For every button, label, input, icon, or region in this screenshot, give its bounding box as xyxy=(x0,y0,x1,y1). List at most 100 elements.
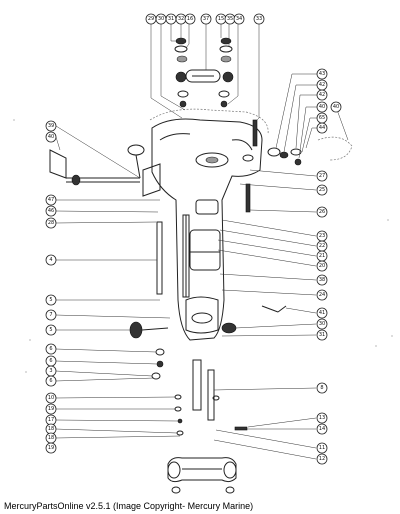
callout-16: 16 xyxy=(184,13,196,25)
callout-label: 42 xyxy=(319,92,325,98)
callout-label: 38 xyxy=(319,277,325,283)
callout-34: 34 xyxy=(233,13,245,25)
callout-5: 5 xyxy=(45,294,57,306)
callout-30: 30 xyxy=(155,13,167,25)
callout-12: 12 xyxy=(316,453,328,465)
callout-42: 42 xyxy=(316,79,328,91)
leader-lines xyxy=(55,24,349,460)
callout-25: 25 xyxy=(316,184,328,196)
callout-6: 6 xyxy=(45,343,57,355)
callout-40: 40 xyxy=(316,101,328,113)
callout-44: 44 xyxy=(316,122,328,134)
shafts-and-studs xyxy=(156,119,258,421)
callout-29: 29 xyxy=(145,13,157,25)
callout-label: 40 xyxy=(333,104,339,110)
callout-label: 44 xyxy=(319,125,325,131)
callout-20: 20 xyxy=(316,260,328,272)
callout-19: 19 xyxy=(45,403,57,415)
callout-13: 13 xyxy=(316,412,328,424)
callout-label: 25 xyxy=(319,187,325,193)
callout-label: 17 xyxy=(48,417,54,423)
callout-label: 18 xyxy=(48,426,54,432)
callout-label: 7 xyxy=(49,312,52,318)
callout-label: 4 xyxy=(49,257,52,263)
callout-31-right: 31 xyxy=(316,329,328,341)
callout-label: 47 xyxy=(48,197,54,203)
callout-38: 38 xyxy=(316,274,328,286)
callout-label: 5 xyxy=(49,297,52,303)
callouts-left: 39 40 47 46 28 4 5 7 5 6 6 3 6 10 19 17 … xyxy=(45,120,57,454)
callout-39: 39 xyxy=(45,120,57,132)
callout-label: 22 xyxy=(319,243,325,249)
callout-label: 16 xyxy=(187,16,193,22)
callout-6c: 6 xyxy=(45,375,57,387)
callout-label: 30 xyxy=(158,16,164,22)
callout-label: 27 xyxy=(319,173,325,179)
callout-24: 24 xyxy=(316,289,328,301)
callout-label: 40 xyxy=(319,104,325,110)
callout-label: 42 xyxy=(319,82,325,88)
callout-42b: 42 xyxy=(316,89,328,101)
callout-21: 21 xyxy=(316,250,328,262)
callout-label: 29 xyxy=(148,16,154,22)
callout-label: 8 xyxy=(320,385,323,391)
callout-35: 35 xyxy=(224,13,236,25)
callout-28: 28 xyxy=(45,217,57,229)
callout-23: 23 xyxy=(316,230,328,242)
left-stud-assembly xyxy=(49,144,161,197)
callout-label: 6 xyxy=(49,358,52,364)
copyright-footer: MercuryPartsOnline v2.5.1 (Image Copyrig… xyxy=(4,501,254,511)
callout-label: 24 xyxy=(319,292,325,298)
callouts-right-top: 43 42 42 40 65 44 40 xyxy=(316,68,342,134)
callout-label: 31 xyxy=(168,16,174,22)
callout-label: 23 xyxy=(319,233,325,239)
callout-3: 3 xyxy=(45,365,57,377)
callout-8: 8 xyxy=(316,382,328,394)
callout-label: 10 xyxy=(48,395,54,401)
callout-label: 41 xyxy=(319,310,325,316)
callout-40b: 40 xyxy=(330,101,342,113)
callout-22: 22 xyxy=(316,240,328,252)
callout-label: 19 xyxy=(48,445,54,451)
callout-label: 18 xyxy=(48,435,54,441)
callout-18b: 18 xyxy=(45,432,57,444)
callout-label: 34 xyxy=(236,16,242,22)
bottom-bracket xyxy=(167,457,237,494)
callout-label: 5 xyxy=(49,327,52,333)
callout-label: 3 xyxy=(49,368,52,374)
callout-label: 11 xyxy=(319,445,325,451)
scan-artifacts xyxy=(13,119,393,373)
callout-65: 65 xyxy=(316,112,328,124)
callout-label: 65 xyxy=(319,115,325,121)
callout-4: 4 xyxy=(45,254,57,266)
callout-19b: 19 xyxy=(45,442,57,454)
callout-10: 10 xyxy=(45,392,57,404)
callout-47: 47 xyxy=(45,194,57,206)
callout-label: 33 xyxy=(256,16,262,22)
callout-label: 26 xyxy=(319,209,325,215)
callout-41: 41 xyxy=(316,307,328,319)
callout-label: 32 xyxy=(178,16,184,22)
callout-label: 35 xyxy=(227,16,233,22)
callout-43: 43 xyxy=(316,68,328,80)
callout-33: 33 xyxy=(253,13,265,25)
callout-label: 39 xyxy=(48,123,54,129)
callout-15: 15 xyxy=(215,13,227,25)
callout-11: 11 xyxy=(316,442,328,454)
callout-label: 40 xyxy=(48,134,54,140)
callouts-top: 29 30 31 32 16 37 15 35 34 33 xyxy=(145,13,265,25)
callout-label: 21 xyxy=(319,253,325,259)
callout-27: 27 xyxy=(316,170,328,182)
callout-7: 7 xyxy=(45,309,57,321)
callout-label: 6 xyxy=(49,346,52,352)
callout-label: 43 xyxy=(319,71,325,77)
callout-6b: 6 xyxy=(45,355,57,367)
callout-17: 17 xyxy=(45,414,57,426)
callout-label: 6 xyxy=(49,378,52,384)
right-hardware-cluster xyxy=(242,136,353,313)
callout-5b: 5 xyxy=(45,324,57,336)
callout-37: 37 xyxy=(200,13,212,25)
callout-18: 18 xyxy=(45,423,57,435)
callout-40-left: 40 xyxy=(45,131,57,143)
